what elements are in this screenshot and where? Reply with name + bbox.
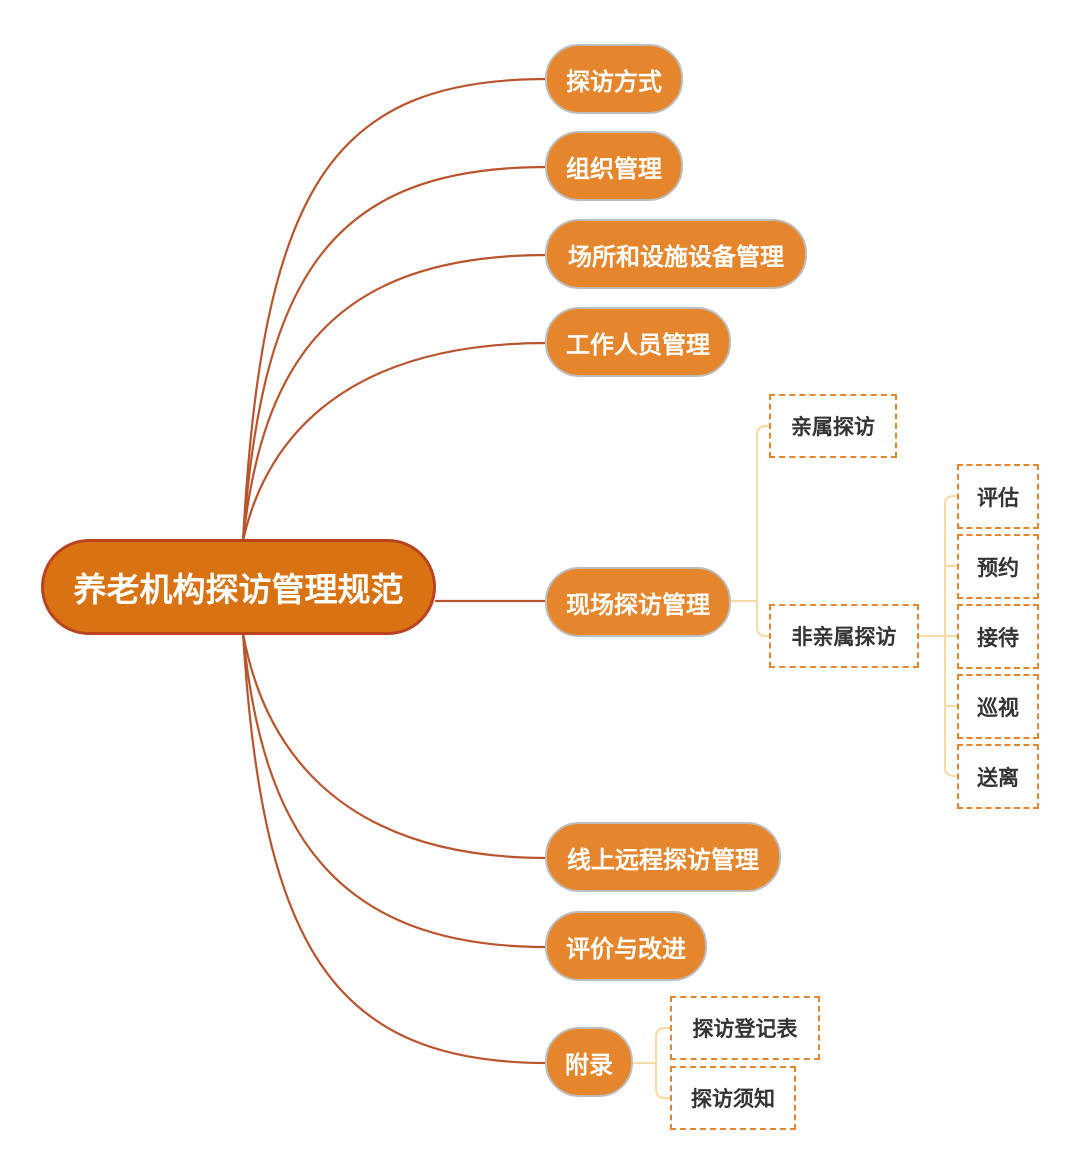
subtopic-relative-visit[interactable]: 亲属探访 — [769, 394, 897, 458]
branch-onsite-visit-management[interactable]: 现场探访管理 — [545, 567, 731, 637]
branch-online-remote-visit-management[interactable]: 线上远程探访管理 — [545, 822, 781, 892]
root-topic[interactable]: 养老机构探访管理规范 — [41, 539, 436, 635]
branch-organization-management[interactable]: 组织管理 — [545, 131, 683, 201]
connector-root-org — [241, 165, 549, 543]
step-assessment[interactable]: 评估 — [957, 464, 1039, 529]
connector-root-evaluate — [241, 631, 549, 949]
branch-venue-facility-management[interactable]: 场所和设施设备管理 — [545, 219, 807, 289]
branch-appendix[interactable]: 附录 — [545, 1027, 633, 1097]
connector-root-appendix — [241, 631, 549, 1065]
branch-visit-mode[interactable]: 探访方式 — [545, 44, 683, 114]
branch-evaluation-improvement[interactable]: 评价与改进 — [545, 911, 707, 981]
subtopic-non-relative-visit[interactable]: 非亲属探访 — [769, 604, 919, 668]
step-patrol[interactable]: 巡视 — [957, 674, 1039, 739]
step-appointment[interactable]: 预约 — [957, 534, 1039, 599]
branch-staff-management[interactable]: 工作人员管理 — [545, 307, 731, 377]
connector-root-staff — [241, 341, 549, 543]
step-reception[interactable]: 接待 — [957, 604, 1039, 669]
connector-root-online — [241, 631, 549, 860]
appendix-visit-register-form[interactable]: 探访登记表 — [670, 996, 820, 1060]
connector-appendix-bracket — [655, 1027, 671, 1099]
connector-root-venue — [241, 253, 549, 543]
connector-onsite-bracket — [756, 425, 770, 637]
connector-root-mode — [241, 77, 549, 543]
appendix-visit-notice[interactable]: 探访须知 — [670, 1066, 796, 1130]
step-send-off[interactable]: 送离 — [957, 744, 1039, 809]
